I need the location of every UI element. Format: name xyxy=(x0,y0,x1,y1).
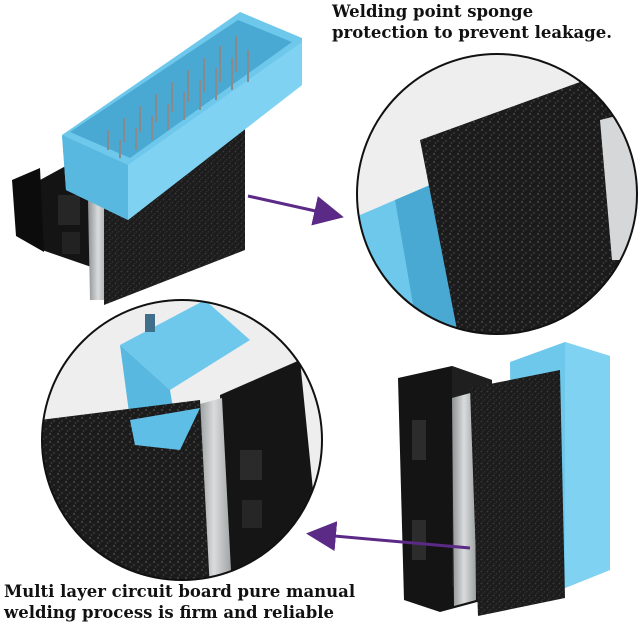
zoom-circle-pcb xyxy=(41,299,323,581)
side-connector xyxy=(398,342,610,616)
caption-top-line-1: Welding point sponge xyxy=(332,2,534,21)
caption-top-line-2: protection to prevent leakage. xyxy=(332,22,612,42)
sponge-protection-caption: Welding point sponge protection to preve… xyxy=(332,2,638,43)
arrow-to-pcb-zoom xyxy=(306,521,471,552)
circuit-board-caption: Multi layer circuit board pure manual we… xyxy=(4,582,404,623)
caption-bottom-line-1: Multi layer circuit board pure manual xyxy=(4,582,356,601)
zoom-circle-sponge xyxy=(356,53,638,335)
main-connector xyxy=(12,12,302,305)
caption-bottom-line-2: welding process is firm and reliable xyxy=(4,602,335,622)
arrow-to-sponge-zoom xyxy=(247,194,344,226)
